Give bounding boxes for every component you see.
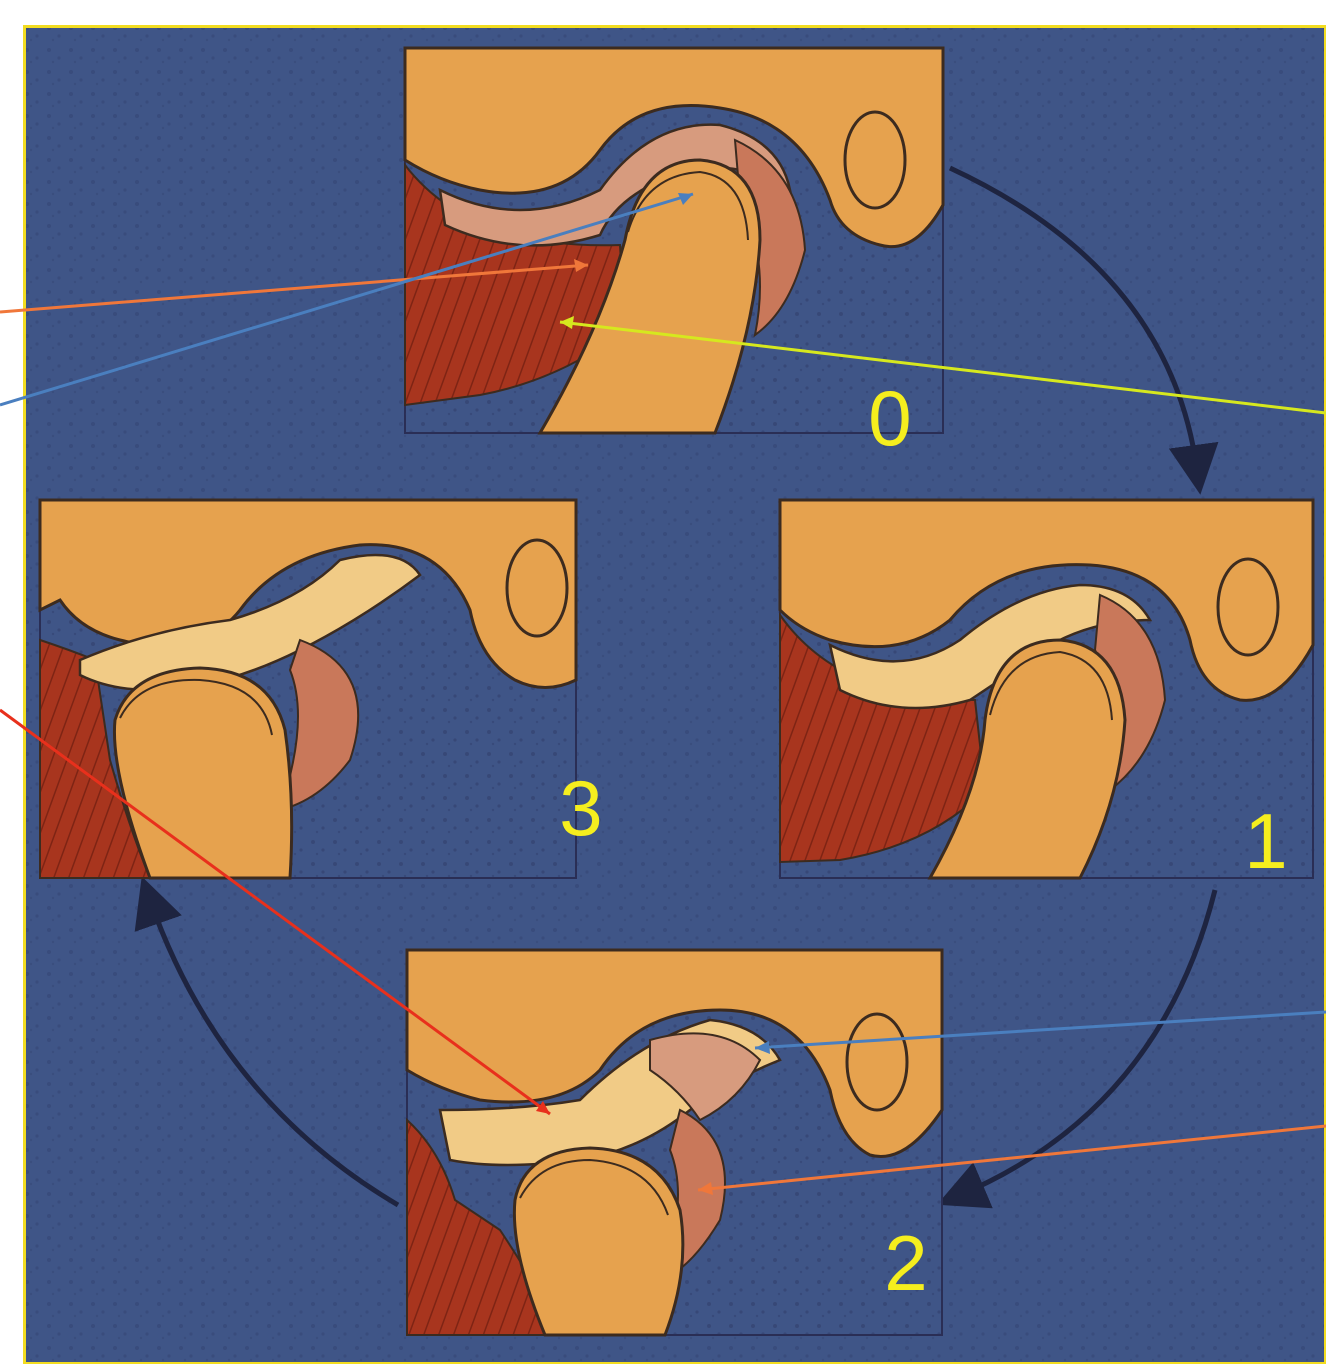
panel-1: 1: [780, 500, 1313, 885]
panel-0: 0: [405, 48, 943, 462]
stage-label-3: 3: [559, 764, 602, 852]
panel-2: 2: [407, 950, 942, 1335]
panel-3: 3: [40, 500, 603, 878]
stage-label-1: 1: [1244, 797, 1287, 885]
stage-label-0: 0: [868, 374, 911, 462]
stage-label-2: 2: [884, 1219, 927, 1307]
